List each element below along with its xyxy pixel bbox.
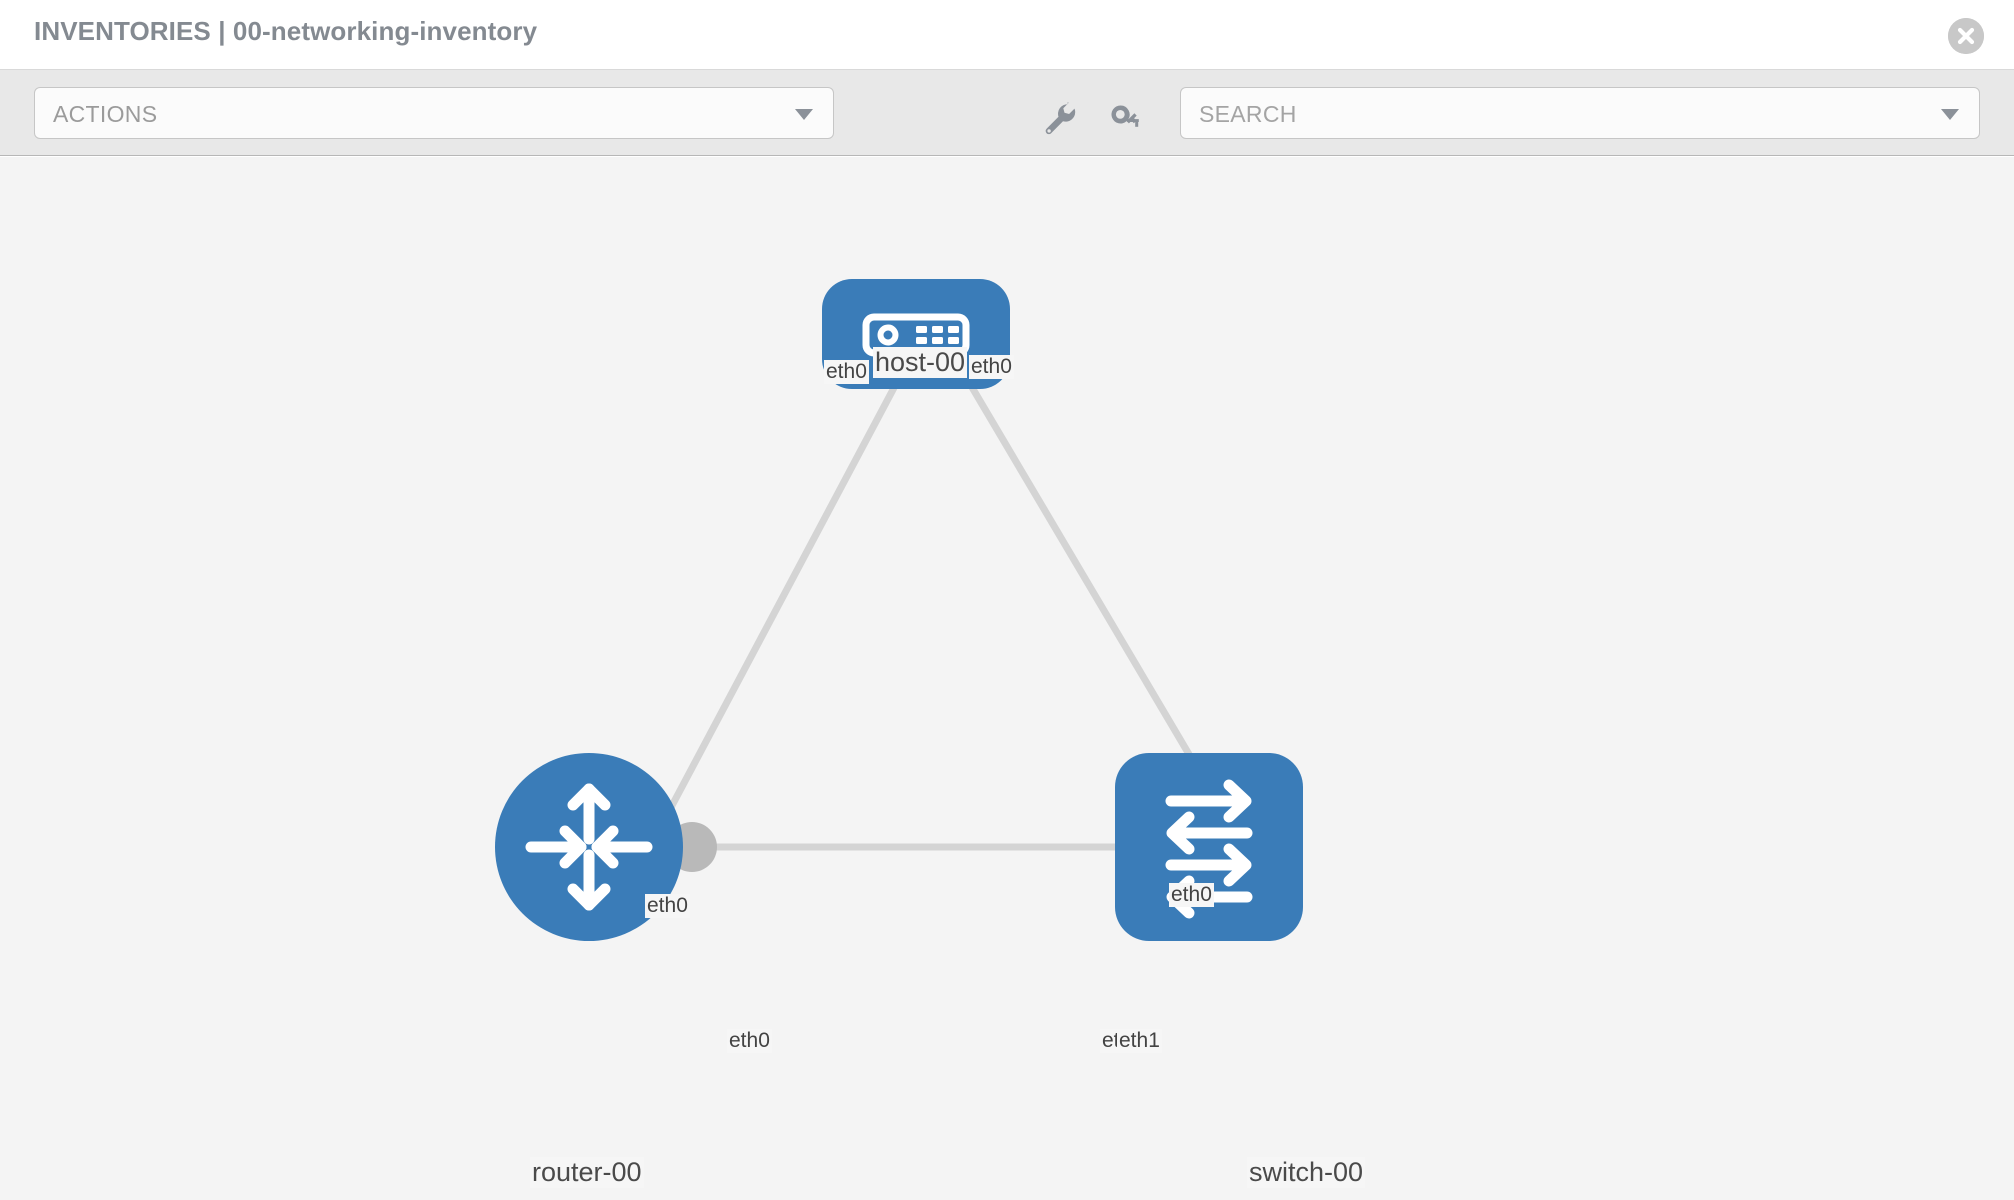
node-router-00[interactable] xyxy=(495,753,683,941)
search-input[interactable]: SEARCH xyxy=(1180,87,1980,139)
edge-label-host00-right: eth0 xyxy=(969,355,1014,379)
close-icon[interactable] xyxy=(1948,18,1984,54)
search-placeholder: SEARCH xyxy=(1199,101,1297,127)
key-icon[interactable] xyxy=(1105,98,1145,138)
edge-label-router00-upper: eth0 xyxy=(645,894,690,918)
node-label-switch-00: switch-00 xyxy=(1247,1157,1366,1188)
topology-canvas[interactable]: host-00 router-00 switch-00 eth0 eth0 et… xyxy=(0,157,2014,1200)
node-label-router-00: router-00 xyxy=(530,1157,644,1188)
edge-label-router00-right: eth0 xyxy=(727,1029,772,1053)
page-header: INVENTORIES | 00-networking-inventory xyxy=(0,0,2014,70)
toolbar: ACTIONS SEARCH xyxy=(0,70,2014,156)
page-title: INVENTORIES | 00-networking-inventory xyxy=(34,16,538,46)
topology-graph xyxy=(495,279,1303,941)
edge-host00-router00[interactable] xyxy=(646,363,909,851)
edge-host00-switch00[interactable] xyxy=(956,363,1236,831)
node-switch-00[interactable] xyxy=(1115,753,1303,941)
chevron-down-icon[interactable] xyxy=(1941,109,1959,120)
edge-label-host00-left: eth0 xyxy=(824,360,869,384)
actions-dropdown[interactable]: ACTIONS xyxy=(34,87,834,139)
node-label-host-00: host-00 xyxy=(873,347,968,378)
wrench-icon[interactable] xyxy=(1040,98,1080,138)
edge-label-switch00-eth1: eth1 xyxy=(1117,1029,1162,1053)
edge-label-switch00-upper: eth0 xyxy=(1169,883,1214,907)
router-arrows-icon xyxy=(525,783,653,911)
actions-dropdown-label: ACTIONS xyxy=(53,101,158,127)
chevron-down-icon xyxy=(795,109,813,120)
